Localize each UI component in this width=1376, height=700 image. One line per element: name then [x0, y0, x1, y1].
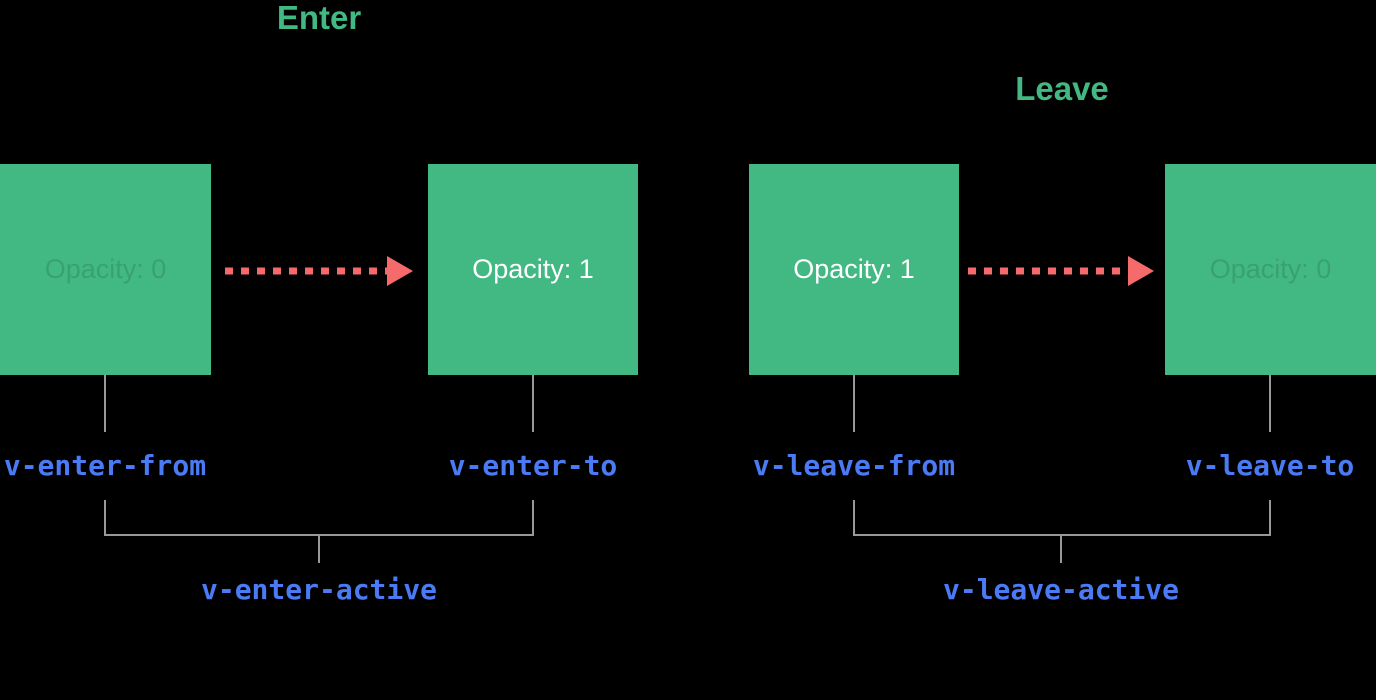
leave-to-box: Opacity: 0 — [1165, 164, 1376, 375]
leave-from-connector-line — [853, 375, 855, 432]
enter-to-box: Opacity: 1 — [428, 164, 638, 375]
leave-from-box-text: Opacity: 1 — [793, 254, 915, 284]
enter-from-label: v-enter-from — [3, 449, 207, 482]
leave-active-label: v-leave-active — [942, 573, 1179, 606]
enter-bracket-left-line — [104, 500, 106, 536]
enter-section-title: Enter — [276, 0, 362, 36]
enter-to-box-text: Opacity: 1 — [472, 254, 594, 284]
enter-active-label: v-enter-active — [200, 573, 437, 606]
enter-to-connector-line — [532, 375, 534, 432]
enter-to-label: v-enter-to — [448, 449, 618, 482]
leave-from-box: Opacity: 1 — [749, 164, 959, 375]
leave-from-label: v-leave-from — [752, 449, 956, 482]
leave-bracket-stem-line — [1060, 536, 1062, 563]
leave-section-title: Leave — [1015, 70, 1109, 107]
enter-from-box: Opacity: 0 — [0, 164, 211, 375]
leave-to-connector-line — [1269, 375, 1271, 432]
leave-bracket-right-line — [1269, 500, 1271, 536]
leave-bracket-left-line — [853, 500, 855, 536]
enter-from-connector-line — [104, 375, 106, 432]
enter-bracket-stem-line — [318, 536, 320, 563]
leave-to-label: v-leave-to — [1185, 449, 1355, 482]
enter-from-box-text: Opacity: 0 — [44, 254, 167, 284]
leave-dashed-arrow-icon — [968, 256, 1154, 286]
enter-bracket-horizontal-line — [104, 534, 534, 536]
enter-dashed-arrow-icon — [225, 256, 413, 286]
leave-bracket-horizontal-line — [853, 534, 1271, 536]
enter-bracket-right-line — [532, 500, 534, 536]
leave-to-box-text: Opacity: 0 — [1209, 254, 1332, 284]
